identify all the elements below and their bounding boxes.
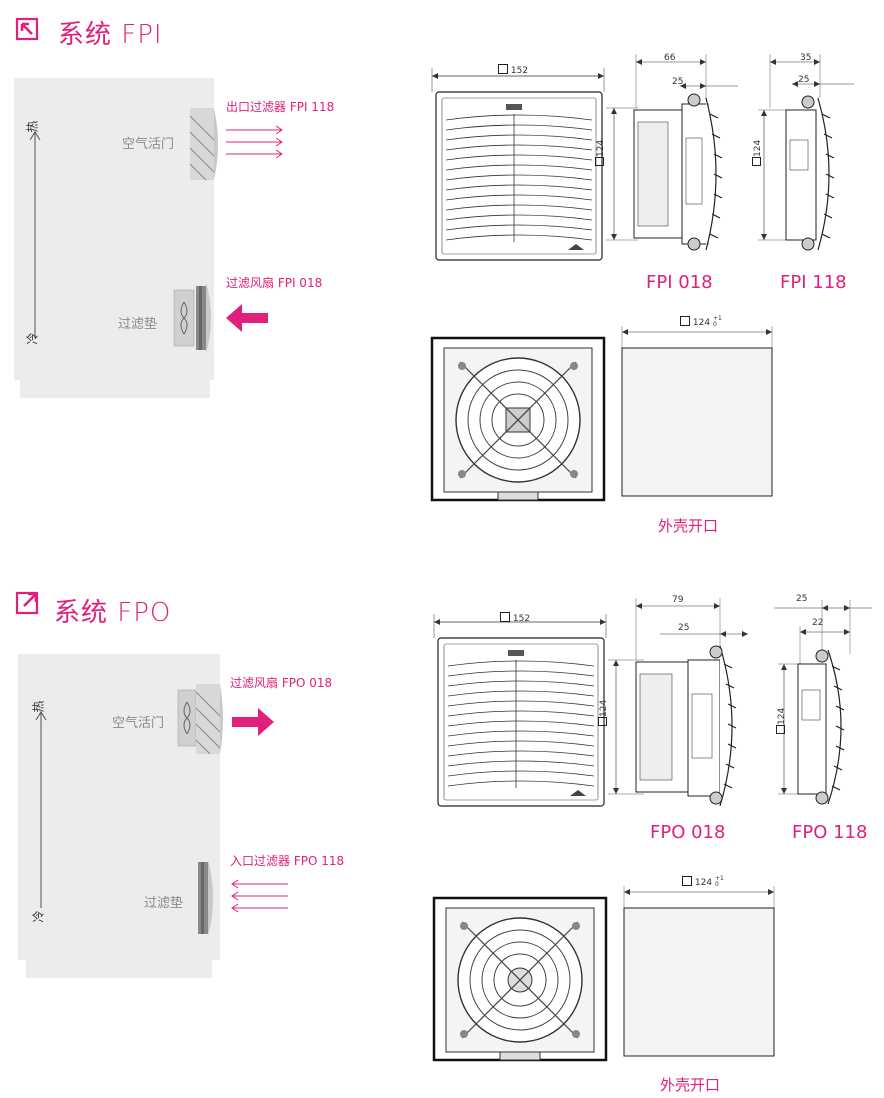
- front-dim-label: 152: [498, 64, 528, 76]
- hot-label: 热: [31, 700, 46, 713]
- front-view-drawing: [431, 68, 605, 261]
- bottom-callout: 入口过滤器 FPO 118: [230, 854, 345, 868]
- side-view-b-drawing: [774, 600, 872, 805]
- top-callout: 出口过滤器 FPI 118: [226, 100, 335, 114]
- bottom-callout: 过滤风扇 FPI 018: [226, 276, 323, 290]
- section-title: 系统 FPI: [58, 20, 163, 50]
- side-view-b-drawing: [758, 54, 854, 251]
- outflow-arrow-icon: [232, 708, 274, 736]
- dim-depth-b: 25: [798, 75, 810, 85]
- dim-height-a: 124: [598, 700, 609, 726]
- section-fpo: 系统 FPO 热 冷 空气活门 过滤风扇 FPO 018 入口过滤器 FPO 1…: [0, 580, 884, 1098]
- dim-height-b: 124: [752, 140, 763, 166]
- dim-depth-a: 25: [678, 623, 690, 633]
- dim-depth-a: 25: [672, 77, 684, 87]
- louver-graphic: [189, 108, 218, 181]
- temperature-axis: [29, 131, 41, 338]
- side-view-a-drawing: [608, 598, 748, 807]
- filter-label: 过滤垫: [144, 896, 184, 911]
- section-title: 系统 FPO: [54, 598, 172, 628]
- rear-view-drawing: [432, 896, 608, 1062]
- dim-total-b: 35: [800, 53, 812, 63]
- dim-depth-b: 22: [812, 618, 824, 628]
- cabinet-base: [20, 380, 210, 398]
- model-label-b: FPO 118: [792, 822, 868, 843]
- cutout-drawing: [623, 886, 775, 1057]
- section-fpi: 系统 FPI 热 冷 空气活门 出口过滤器 FPI 118 过滤风扇 FPI 0…: [0, 0, 884, 540]
- side-view-a-drawing: [606, 54, 738, 251]
- outflow-arrows: [226, 125, 283, 159]
- cold-label: 冷: [25, 332, 40, 345]
- filter-label: 过滤垫: [118, 317, 158, 332]
- front-dim-label: 152: [500, 612, 530, 624]
- louver-label: 空气活门: [112, 716, 165, 731]
- louver-label: 空气活门: [122, 137, 175, 152]
- temperature-axis: [35, 711, 47, 908]
- cutout-label: 外壳开口: [658, 517, 719, 535]
- cutout-dim-label: 124 +1 0: [682, 876, 724, 888]
- fan-graphic: [173, 282, 211, 354]
- hot-label: 热: [25, 120, 40, 133]
- inflow-arrow-icon: [226, 304, 268, 332]
- model-label-b: FPI 118: [780, 272, 847, 293]
- model-label-a: FPI 018: [646, 272, 713, 293]
- filter-graphic: [198, 860, 213, 936]
- dim-total-a: 66: [664, 53, 676, 63]
- cutout-drawing: [621, 326, 773, 497]
- dim-total-a: 79: [672, 595, 684, 605]
- dim-height-a: 124: [595, 140, 606, 166]
- dim-total-b: 25: [796, 594, 808, 604]
- louver-graphic: [177, 684, 223, 755]
- rear-view-drawing: [430, 336, 606, 502]
- top-callout: 过滤风扇 FPO 018: [230, 676, 333, 690]
- dim-height-b: 124: [776, 708, 787, 734]
- model-label-a: FPO 018: [650, 822, 726, 843]
- cold-label: 冷: [31, 910, 46, 923]
- cabinet-base: [26, 960, 212, 978]
- cutout-dim-label: 124 +1 0: [680, 316, 722, 328]
- front-view-drawing: [433, 614, 607, 807]
- inflow-arrows: [231, 879, 288, 913]
- arrow-in-icon: [15, 17, 39, 41]
- cutout-label: 外壳开口: [660, 1076, 721, 1094]
- arrow-out-icon: [15, 591, 39, 615]
